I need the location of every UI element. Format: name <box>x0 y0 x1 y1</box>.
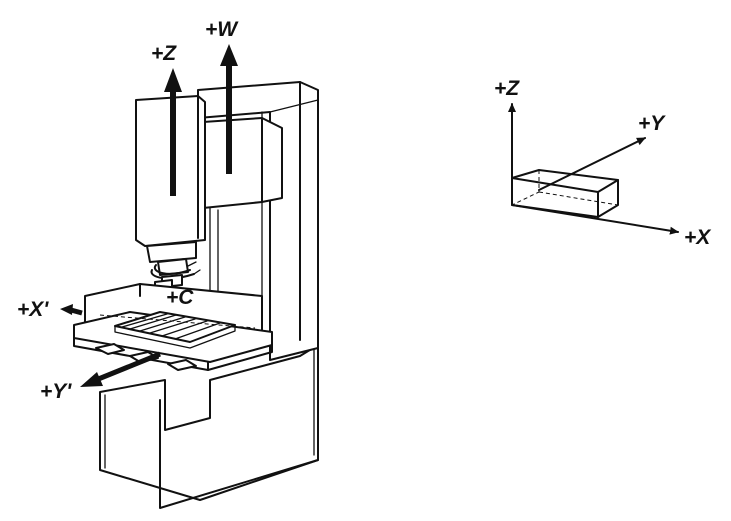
z-axis-arrow <box>164 68 182 196</box>
y-prime-axis-label: +Y' <box>40 380 72 403</box>
w-axis-arrow <box>220 44 238 174</box>
x-prime-axis-label: +X' <box>17 298 49 321</box>
workpiece-coordinate-system: +Z +Y +X <box>494 77 712 249</box>
workpiece-x-label: +X <box>684 226 712 249</box>
machine-base <box>99 344 319 509</box>
t-slot-plate <box>99 311 256 349</box>
c-axis-label: +C <box>166 286 194 309</box>
workpiece-y-axis <box>538 137 646 191</box>
x-prime-axis-arrow <box>60 304 83 316</box>
workpiece-z-label: +Z <box>494 77 520 100</box>
workpiece-x-axis <box>511 204 679 235</box>
workpiece-y-label: +Y <box>638 112 666 135</box>
machining-center-drawing: +Z +W +C +X' +Y' <box>17 18 319 509</box>
y-prime-axis-arrow <box>80 351 161 387</box>
z-axis-label: +Z <box>151 42 177 65</box>
w-axis-label: +W <box>205 18 239 41</box>
workpiece-block <box>511 169 619 218</box>
